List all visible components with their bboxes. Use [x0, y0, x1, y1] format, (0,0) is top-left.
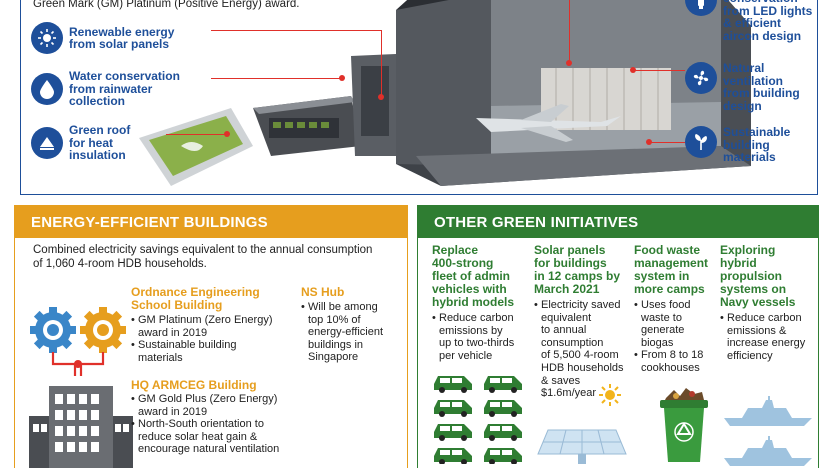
green-section-header: OTHER GREEN INITIATIVES — [418, 206, 818, 238]
roof-callout-line — [166, 134, 226, 135]
materials-callout-line — [649, 142, 685, 143]
hangar-feature-panel: Green Mark (GM) Platinum (Positive Energ… — [20, 0, 818, 195]
feature-label: Water conservation from rainwater collec… — [69, 69, 180, 108]
feature-natural-ventilation: Natural ventilation from building design — [685, 62, 800, 112]
solar-panels-points: Electricity saved equivalent to annual c… — [534, 299, 624, 400]
green-roof-icon — [40, 136, 54, 150]
list-item: Reduce carbon emissions & increase energ… — [720, 312, 805, 362]
hybrid-car-fleet-icon — [434, 376, 522, 464]
solar-callout-dot — [378, 94, 384, 100]
solar-callout-line — [211, 30, 381, 31]
hq-armceg-title: HQ ARMCEG Building — [131, 378, 257, 392]
energy-summary-text: Combined electricity savings equivalent … — [33, 244, 373, 270]
feature-label: Natural ventilation from building design — [723, 61, 800, 113]
feature-water-conservation: Water conservation from rainwater collec… — [31, 70, 180, 108]
ns-hub-title: NS Hub — [301, 285, 345, 299]
hangar-illustration — [139, 0, 751, 186]
fan-icon — [693, 70, 709, 86]
water-callout-dot — [339, 75, 345, 81]
hq-armceg-points: GM Gold Plus (Zero Energy) award in 2019… — [131, 393, 279, 456]
ventilation-callout-dot — [630, 67, 636, 73]
solar-panels-title: Solar panels for buildings in 12 camps b… — [534, 243, 621, 296]
food-waste-title: Food waste management system in more cam… — [634, 243, 709, 296]
ordnance-building-title: Ordnance Engineering School Building — [131, 285, 260, 312]
ns-hub-points: Will be among top 10% of energy-efficien… — [301, 301, 383, 364]
building-gears-illustration — [29, 307, 133, 468]
feature-sustainable-materials: Sustainable building materials — [685, 126, 790, 164]
feature-green-roof: Green roof for heat insulation — [31, 124, 130, 162]
award-intro-text: Green Mark (GM) Platinum (Positive Energ… — [33, 0, 300, 10]
ordnance-building-points: GM Platinum (Zero Energy) award in 2019 … — [131, 314, 272, 364]
ventilation-callout-line — [633, 70, 685, 71]
solar-callout-drop — [381, 30, 382, 98]
water-callout-line — [211, 78, 341, 79]
materials-callout-dot — [646, 139, 652, 145]
list-item: North-South orientation to reduce solar … — [131, 418, 279, 456]
roof-callout-dot — [224, 131, 230, 137]
water-drop-icon — [40, 79, 54, 99]
hybrid-vehicles-points: Reduce carbon emissions by up to two-thi… — [432, 312, 514, 362]
leaf-icon — [695, 134, 707, 150]
navy-vessel-icon — [724, 396, 812, 466]
list-item: GM Platinum (Zero Energy) award in 2019 — [131, 314, 272, 339]
hybrid-vehicles-title: Replace 400-strong fleet of admin vehicl… — [432, 243, 515, 309]
food-waste-points: Uses food waste to generate biogas From … — [634, 299, 703, 375]
feature-label: Green roof for heat insulation — [69, 123, 131, 162]
sun-small-icon — [599, 384, 621, 406]
feature-label: Renewable energy from solar panels — [69, 24, 175, 51]
recycling-bin-icon — [660, 388, 708, 462]
list-item: Sustainable building materials — [131, 339, 272, 364]
feature-label: Sustainable building materials — [723, 125, 791, 164]
hybrid-propulsion-title: Exploring hybrid propulsion systems on N… — [720, 243, 796, 309]
solar-panel-icon — [537, 429, 627, 464]
other-green-initiatives-panel: OTHER GREEN INITIATIVES Replace 400-stro… — [417, 205, 819, 468]
feature-led-aircon: conservation from LED lights & efficient… — [685, 0, 812, 42]
feature-renewable-energy: Renewable energy from solar panels — [31, 22, 174, 54]
list-item: Reduce carbon emissions by up to two-thi… — [432, 312, 514, 362]
sun-icon — [38, 29, 56, 47]
list-item: Will be among top 10% of energy-efficien… — [301, 301, 383, 364]
list-item: GM Gold Plus (Zero Energy) award in 2019 — [131, 393, 279, 418]
list-item: Uses food waste to generate biogas — [634, 299, 703, 349]
led-callout-line — [569, 0, 570, 62]
list-item: Electricity saved equivalent to annual c… — [534, 299, 624, 400]
hybrid-propulsion-points: Reduce carbon emissions & increase energ… — [720, 312, 805, 362]
led-light-icon — [698, 0, 704, 9]
led-callout-dot — [566, 60, 572, 66]
energy-section-header: ENERGY-EFFICIENT BUILDINGS — [15, 206, 407, 238]
list-item: From 8 to 18 cookhouses — [634, 349, 703, 374]
energy-efficient-buildings-panel: ENERGY-EFFICIENT BUILDINGS Combined elec… — [14, 205, 408, 468]
feature-label: conservation from LED lights & efficient… — [723, 0, 813, 43]
